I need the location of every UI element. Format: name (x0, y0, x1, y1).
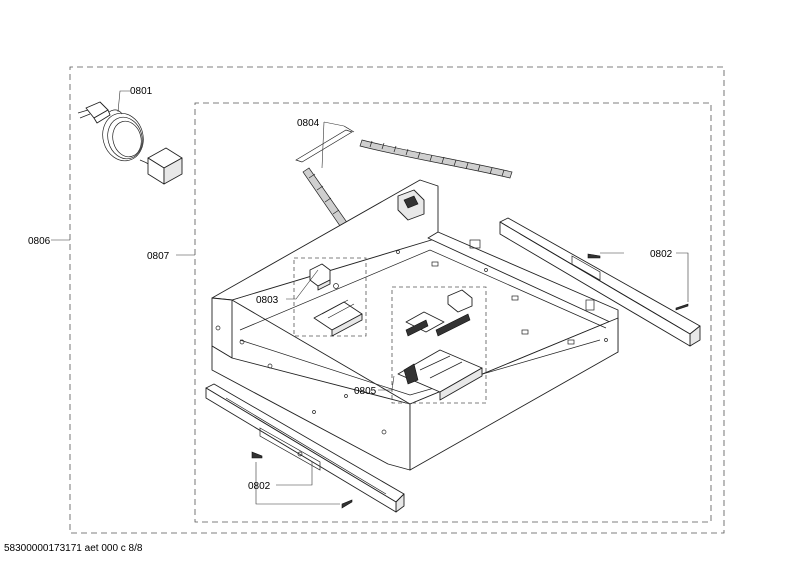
document-id: 58300000173171 aet 000 c 8/8 (4, 543, 143, 554)
part-label-0802-left: 0802 (248, 481, 271, 492)
power-cord-part (77, 101, 183, 185)
mechanism-group-part (391, 286, 487, 404)
rail-left-part (205, 383, 405, 513)
part-label-0802-right: 0802 (650, 249, 673, 260)
rail-right-part (499, 217, 701, 347)
part-label-0805: 0805 (354, 386, 377, 397)
part-label-0806: 0806 (28, 236, 51, 247)
part-label-0801: 0801 (130, 86, 153, 97)
leader-lines (51, 90, 689, 505)
part-label-0804: 0804 (297, 118, 320, 129)
part-label-0803: 0803 (256, 295, 279, 306)
outer-assembly-boundary (69, 66, 725, 534)
part-label-0807: 0807 (147, 251, 170, 262)
clip-group-part (293, 257, 367, 337)
